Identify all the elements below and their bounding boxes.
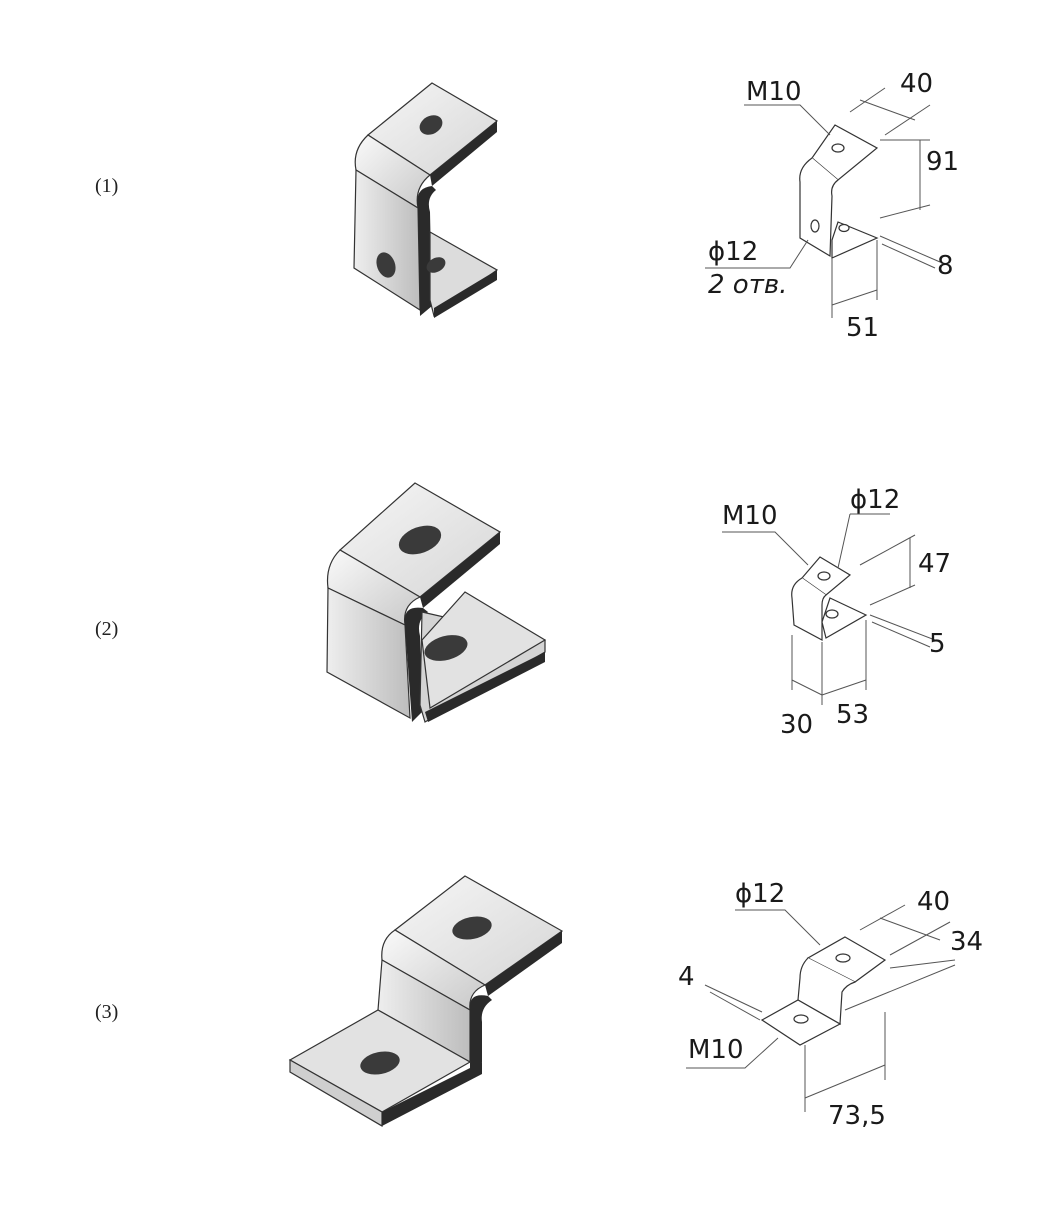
callout-height: 47 (918, 549, 951, 579)
bracket-1-schematic: M10 40 91 8 51 ϕ12 2 отв. (705, 69, 959, 343)
callout-hole-count: 2 отв. (708, 270, 787, 300)
hole-icon (424, 635, 468, 661)
callout-thickness: 4 (678, 962, 695, 992)
callout-depth: 53 (836, 700, 869, 730)
callout-height: 34 (950, 927, 983, 957)
figure-number-2: (2) (95, 618, 119, 640)
bracket-2-schematic: M10 ϕ12 47 5 30 53 (722, 485, 951, 740)
bracket-1-render (353, 82, 499, 318)
callout-hole-diameter: ϕ12 (708, 237, 758, 267)
hole-icon (426, 257, 446, 273)
bracket-2-render (326, 482, 547, 723)
callout-thickness: 5 (929, 629, 946, 659)
figure-number-1: (1) (95, 175, 119, 197)
callout-hole-diameter: ϕ12 (850, 485, 900, 515)
callout-width: 40 (900, 69, 933, 99)
bracket-3-render (288, 875, 564, 1128)
callout-hole-diameter: ϕ12 (735, 879, 785, 909)
callout-depth: 51 (846, 313, 879, 343)
hole-icon (360, 1051, 400, 1075)
callout-width: 40 (917, 887, 950, 917)
callout-thread: M10 (688, 1035, 744, 1065)
hole-icon (452, 916, 492, 940)
callout-thickness: 8 (937, 251, 954, 281)
callout-thread: M10 (722, 501, 778, 531)
figure-number-3: (3) (95, 1001, 119, 1023)
callout-length: 73,5 (828, 1101, 886, 1131)
callout-height: 91 (926, 147, 959, 177)
bracket-3-schematic: ϕ12 40 34 4 M10 73,5 (678, 879, 983, 1131)
hole-icon (398, 525, 442, 555)
hole-icon (419, 115, 443, 135)
callout-width: 30 (780, 710, 813, 740)
callout-thread: M10 (746, 77, 802, 107)
hole-icon (376, 252, 396, 278)
